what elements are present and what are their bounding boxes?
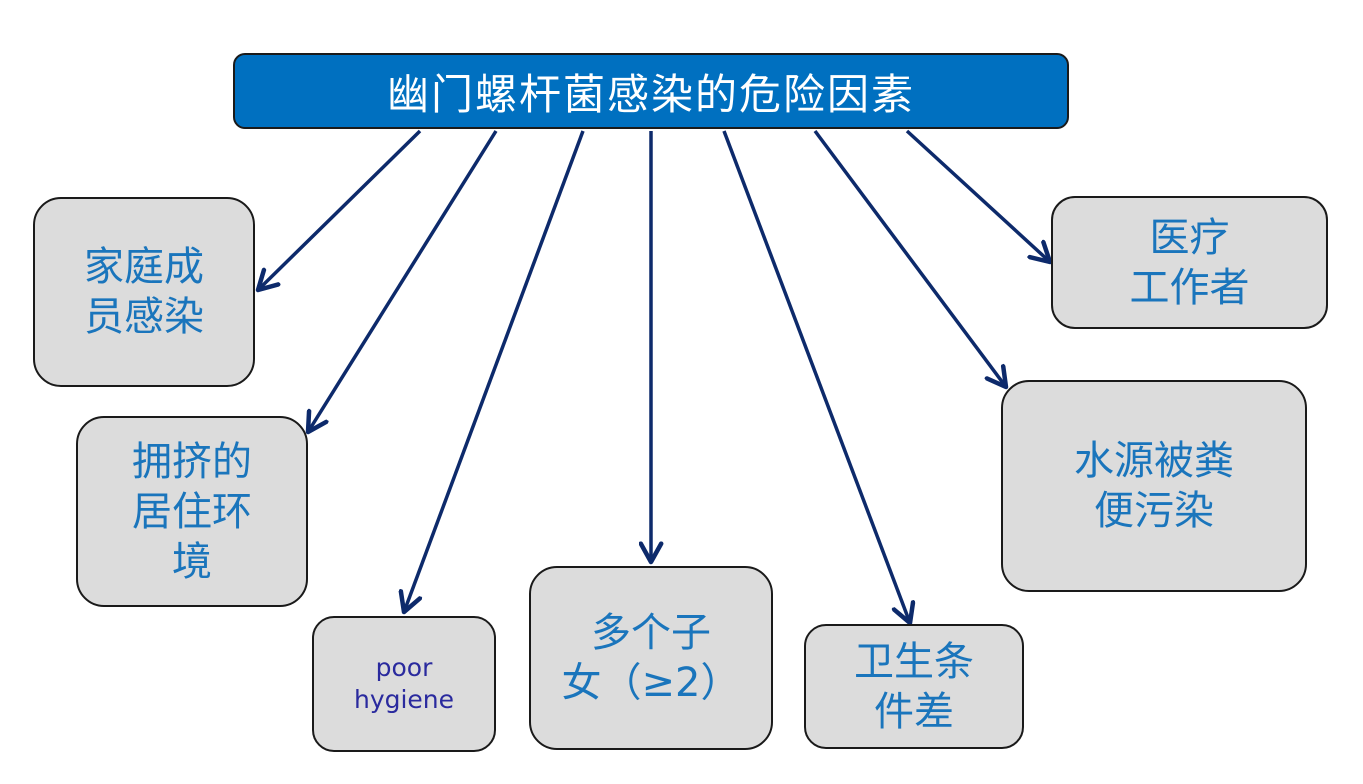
node-label: poor hygiene [353, 652, 455, 715]
arrow-to-crowded [308, 130, 498, 432]
node-family-infection: 家庭成 员感染 [33, 197, 255, 387]
arrow-to-family [258, 129, 422, 290]
arrow-to-hygiene [404, 130, 585, 612]
arrow-to-medical [905, 129, 1050, 262]
node-poor-hygiene: poor hygiene [312, 616, 496, 752]
node-multiple-children: 多个子 女（≥2） [529, 566, 773, 750]
node-label: 家庭成 员感染 [84, 244, 204, 340]
node-poor-sanitation: 卫生条 件差 [804, 624, 1024, 749]
node-label: 拥挤的 居住环 境 [132, 438, 252, 585]
arrow-to-sanitation [722, 130, 910, 623]
node-crowded-living: 拥挤的 居住环 境 [76, 416, 308, 607]
node-medical-workers: 医疗 工作者 [1051, 196, 1328, 329]
node-label: 多个子 女（≥2） [561, 610, 741, 706]
title-node: 幽门螺杆菌感染的危险因素 [233, 53, 1069, 129]
node-label: 卫生条 件差 [854, 638, 974, 735]
node-label: 水源被粪 便污染 [1074, 438, 1234, 534]
arrow-to-water [813, 129, 1006, 387]
node-label: 医疗 工作者 [1129, 214, 1250, 311]
node-water-contamination: 水源被粪 便污染 [1001, 380, 1307, 592]
diagram-title: 幽门螺杆菌感染的危险因素 [386, 69, 915, 119]
